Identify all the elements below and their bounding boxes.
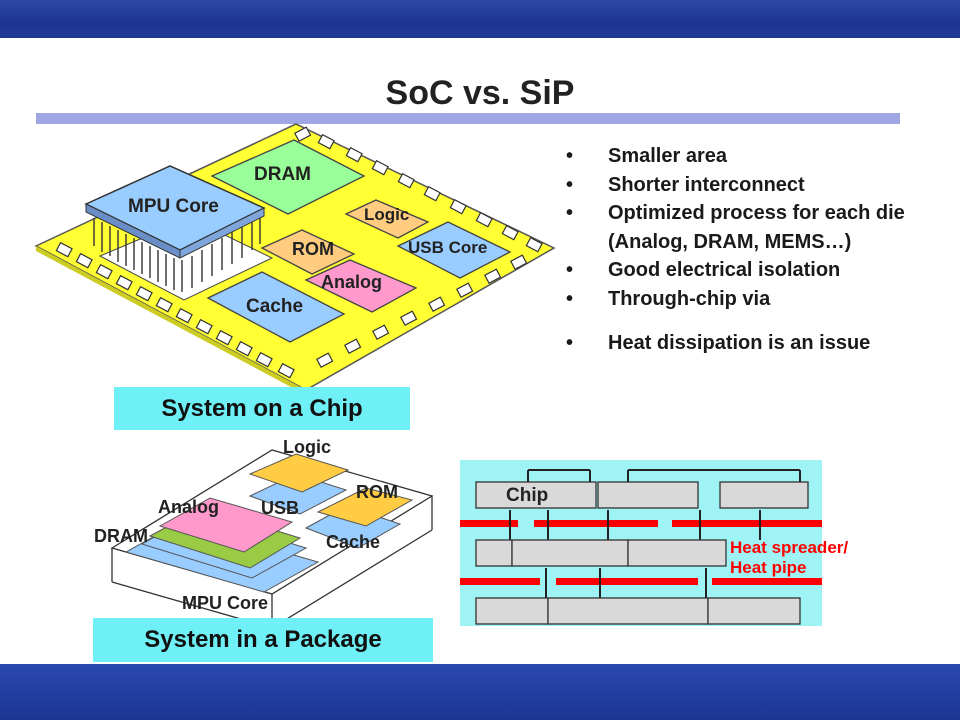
soc-label-analog: Analog [321,272,382,292]
soc-label-rom: ROM [292,239,334,259]
soc-block-analog [304,259,418,313]
sip-label-rom: ROM [356,482,398,502]
bullet-item: •Smaller area [566,145,727,167]
soc-label-mpu: MPU Core [128,196,219,217]
soc-caption: System on a Chip [114,387,410,430]
soc-block-usb [396,221,512,279]
heat-label-line1: Heat spreader/ [730,538,848,557]
soc-pads [55,126,543,379]
title-underline [36,113,900,124]
soc-block-rom [260,229,356,275]
bullet-item: •Good electrical isolation [566,259,841,281]
soc-label-dram: DRAM [254,164,311,185]
bullet-item: •Optimized process for each die (Analog,… [566,202,905,253]
soc-block-cache [206,271,346,343]
stack-die [547,597,709,625]
bullet-item: •Through-chip via [566,287,771,310]
stack-die [627,539,727,567]
bottom-banner [0,664,960,720]
stack-die [475,481,597,509]
soc-label-cache: Cache [246,296,303,317]
sip-label-logic: Logic [283,437,331,457]
heat-spreader [460,520,822,527]
heat-spreader [460,578,822,585]
soc-label-usb: USB Core [408,238,487,257]
stack-die [475,597,549,625]
soc-substrate-edge [36,246,306,395]
stack-die [475,539,513,567]
sip-label-mpu: MPU Core [182,593,268,613]
sip-label-usb: USB [261,498,299,518]
stack-die [719,481,809,509]
bullet-item: •Heat dissipation is an issue [566,332,871,354]
stack-die [511,539,629,567]
heat-label-line2: Heat pipe [730,558,807,577]
sip-layer-rom [316,487,414,527]
sip-label-dram: DRAM [94,526,148,546]
stack-die [597,481,699,509]
soc-label-logic: Logic [364,205,409,224]
sip-label-cache: Cache [326,532,380,552]
sip-layer-logic [248,453,350,493]
top-banner [0,0,960,38]
bullet-list: •Smaller area •Shorter interconnect •Opt… [566,142,946,358]
stack-chip-label: Chip [506,485,548,506]
soc-mpu-pins [93,214,261,292]
stack-die [707,597,801,625]
slide-title: SoC vs. SiP [385,74,575,112]
sip-caption: System in a Package [93,618,433,662]
sip-label-analog: Analog [158,497,219,517]
sip-layer-analog [158,497,294,553]
soc-block-dram [210,139,366,215]
soc-block-logic [344,199,430,239]
bullet-item: •Shorter interconnect [566,173,805,196]
